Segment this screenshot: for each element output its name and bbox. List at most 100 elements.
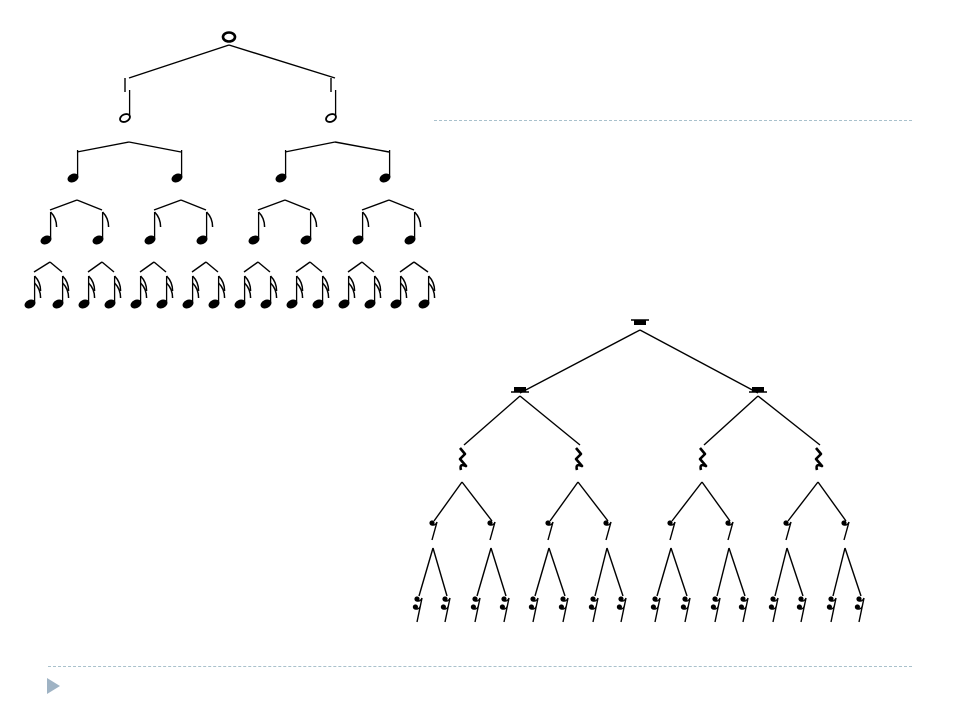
tree-branch-line	[399, 261, 415, 273]
sixteenth-note-icon	[24, 275, 42, 309]
half-note-icon	[325, 90, 337, 123]
tree-branch-line	[257, 261, 271, 273]
sixteenth-rest-icon	[854, 596, 865, 623]
eighth-rest-icon	[725, 520, 734, 541]
tree-branch-line	[128, 44, 230, 79]
tree-branch-line	[786, 547, 804, 597]
tree-branch-line	[413, 261, 429, 273]
sixteenth-note-icon	[156, 275, 174, 309]
sixteenth-rest-icon	[768, 596, 779, 623]
tree-branch-line	[817, 481, 847, 522]
eighth-note-icon	[196, 211, 214, 245]
tree-branch-line	[295, 261, 311, 273]
half-rest-icon	[749, 387, 767, 393]
whole-note-icon	[221, 31, 237, 43]
tree-branch-line	[671, 481, 703, 522]
tree-branch-line	[87, 261, 103, 273]
sixteenth-rest-icon	[710, 596, 721, 623]
half-rest-icon	[511, 387, 529, 393]
quarter-rest-icon	[574, 447, 584, 471]
tree-branch-line	[656, 547, 672, 597]
quarter-note-icon	[67, 150, 79, 183]
tree-branch-line	[844, 547, 862, 597]
tree-branch-line	[461, 481, 493, 522]
tree-branch-line	[153, 261, 167, 273]
tree-branch-line	[728, 547, 746, 597]
sixteenth-note-icon	[390, 275, 408, 309]
tree-branch-line	[490, 547, 507, 597]
sixteenth-note-icon	[364, 275, 382, 309]
sixteenth-rest-icon	[558, 596, 569, 623]
tree-branch-line	[347, 261, 363, 273]
eighth-note-icon	[300, 211, 318, 245]
sixteenth-note-icon	[234, 275, 252, 309]
top-divider	[434, 120, 912, 121]
sixteenth-rest-icon	[440, 596, 451, 623]
tree-branch-line	[361, 261, 375, 273]
tree-branch-line	[101, 261, 115, 273]
half-note-icon	[119, 90, 131, 123]
tree-branch-line	[76, 199, 103, 211]
quarter-rest-icon	[814, 447, 824, 471]
tree-branch-line	[757, 395, 821, 446]
tree-branch-line	[701, 481, 731, 522]
tree-branch-line	[361, 199, 390, 211]
eighth-rest-icon	[487, 520, 496, 541]
tree-branch-line	[205, 261, 219, 273]
tree-branch-line	[76, 141, 130, 153]
tree-branch-line	[191, 261, 207, 273]
sixteenth-note-icon	[130, 275, 148, 309]
tree-branch-line	[476, 547, 492, 597]
tree-branch-line	[33, 261, 51, 273]
tree-branch-line	[787, 481, 819, 522]
sixteenth-note-icon	[338, 275, 356, 309]
sixteenth-note-icon	[286, 275, 304, 309]
quarter-note-icon	[171, 150, 183, 183]
sixteenth-rest-icon	[412, 596, 423, 623]
quarter-rest-icon	[698, 447, 708, 471]
tree-branch-line	[549, 481, 579, 522]
eighth-note-icon	[92, 211, 110, 245]
tree-branch-line	[128, 141, 182, 153]
tree-branch-line	[49, 261, 63, 273]
tree-branch-line	[670, 547, 688, 597]
tree-branch-line	[418, 547, 434, 597]
sixteenth-note-icon	[260, 275, 278, 309]
eighth-note-icon	[40, 211, 58, 245]
triangle-bullet-icon	[47, 678, 60, 694]
whole-rest-icon	[631, 319, 649, 325]
tree-branch-line	[463, 395, 521, 446]
eighth-rest-icon	[783, 520, 792, 541]
eighth-rest-icon	[667, 520, 676, 541]
tree-branch-line	[284, 199, 311, 211]
tree-branch-line	[433, 481, 463, 522]
tree-branch-line	[639, 329, 759, 394]
eighth-rest-icon	[841, 520, 850, 541]
quarter-note-icon	[275, 150, 287, 183]
tree-branch-line	[243, 261, 259, 273]
tree-branch-line	[519, 329, 641, 394]
eighth-rest-icon	[545, 520, 554, 541]
tree-branch-line	[257, 199, 286, 211]
eighth-rest-icon	[603, 520, 612, 541]
tree-branch-line	[832, 547, 846, 597]
tree-branch-line	[49, 199, 78, 211]
eighth-note-icon	[404, 211, 422, 245]
tree-branch-line	[703, 395, 759, 446]
tree-branch-line	[180, 199, 207, 211]
tree-branch-line	[309, 261, 323, 273]
tree-branch-line	[577, 481, 609, 522]
tree-branch-line	[594, 547, 608, 597]
tree-branch-line	[432, 547, 448, 597]
sixteenth-rest-icon	[616, 596, 627, 623]
sixteenth-note-icon	[182, 275, 200, 309]
quarter-note-icon	[379, 150, 391, 183]
tree-branch-line	[228, 44, 336, 79]
sixteenth-rest-icon	[680, 596, 691, 623]
sixteenth-rest-icon	[650, 596, 661, 623]
tree-branch-line	[334, 141, 390, 153]
sixteenth-note-icon	[312, 275, 330, 309]
